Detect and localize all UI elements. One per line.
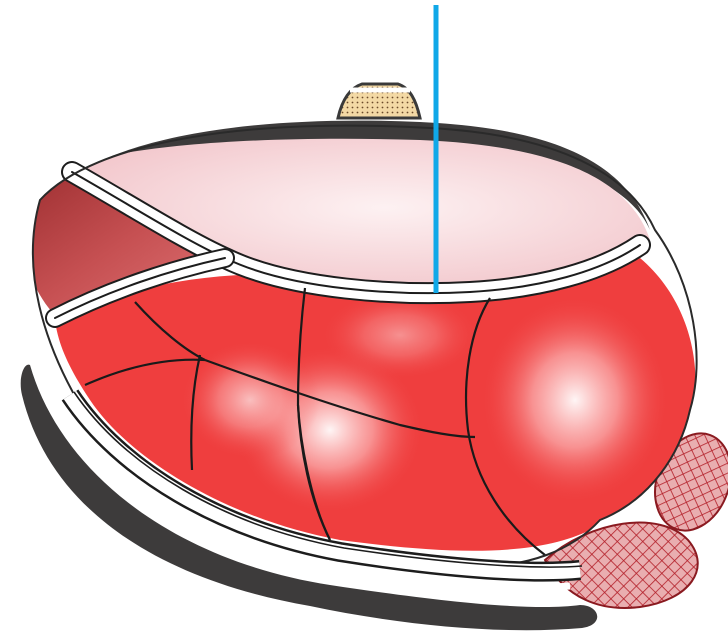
highlight bbox=[480, 295, 670, 505]
top-cap bbox=[338, 84, 420, 118]
